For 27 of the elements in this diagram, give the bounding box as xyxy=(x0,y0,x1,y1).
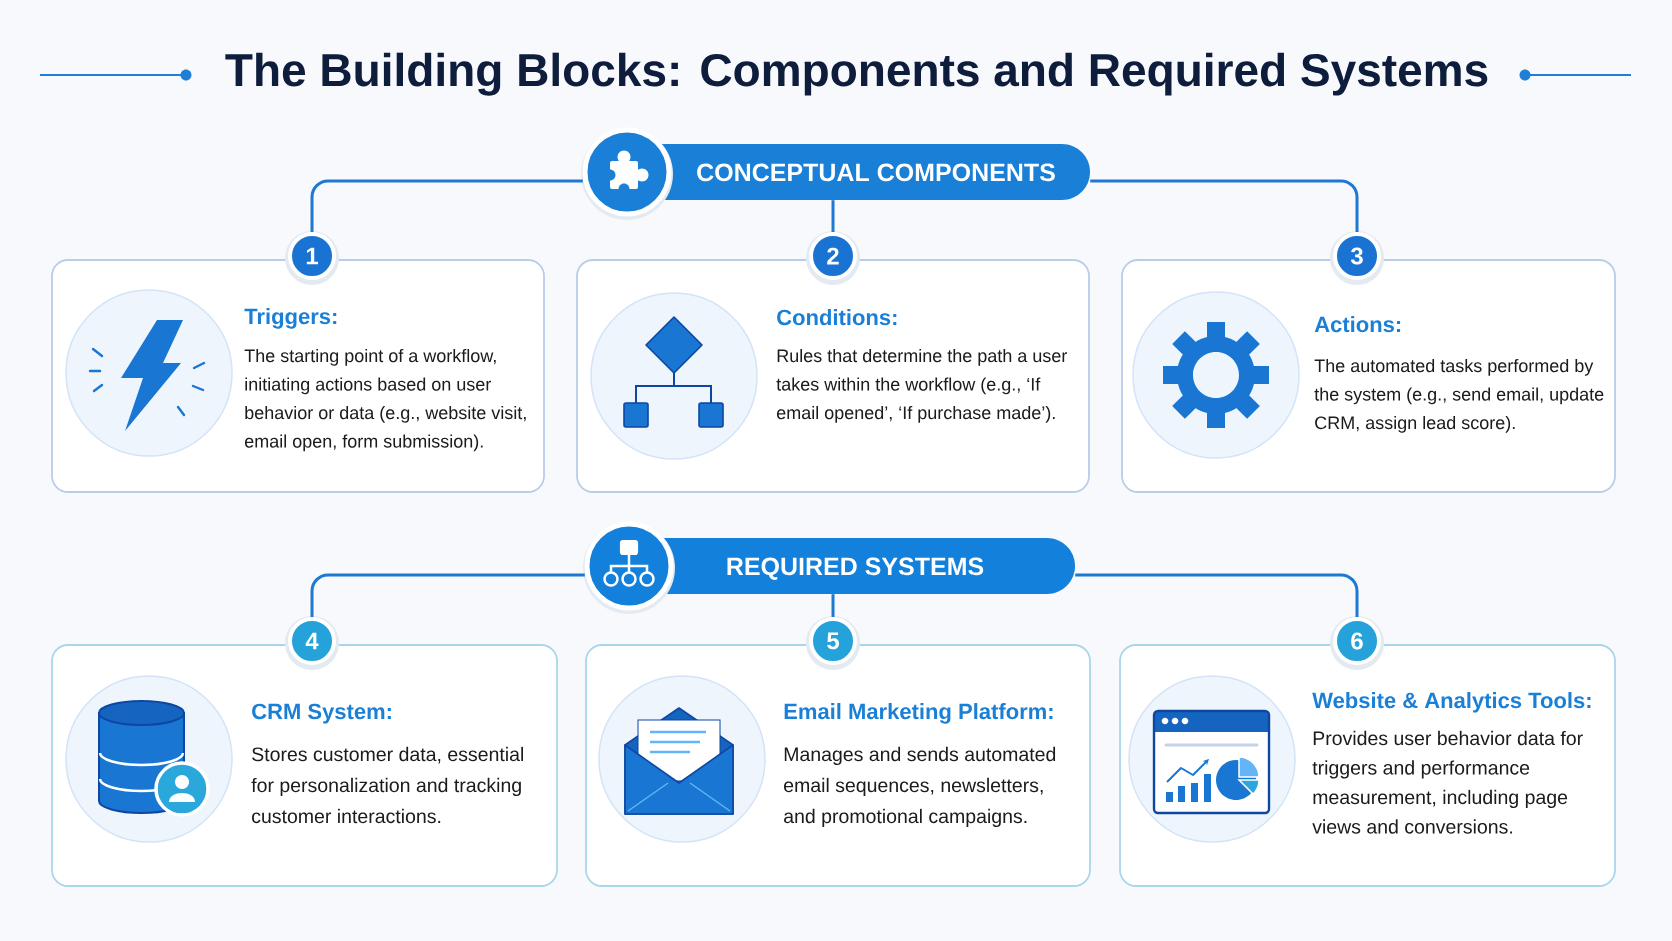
card-heading: Conditions: xyxy=(777,309,897,326)
card-text: Manages and sends automated email sequences, newsletters, and promotional campaigns. xyxy=(784,746,1056,828)
number-badge: 4 xyxy=(285,616,339,670)
number-badge: 6 xyxy=(1330,616,1384,670)
connector-line xyxy=(831,200,835,232)
card-text: The starting point of a workflow, initiating actions based on user behavior or data (e.g., website visit, email open, form submission). xyxy=(244,348,526,452)
connector-line xyxy=(1090,179,1359,232)
number-badge: 5 xyxy=(806,616,860,670)
card-text: The automated tasks performed by the system (e.g., send email, update CRM, assign lead score). xyxy=(1314,358,1604,433)
card-heading: CRM System: xyxy=(252,703,391,724)
card-heading: Actions: xyxy=(1314,316,1401,333)
title: The Building Blocks: Components and Required Systems xyxy=(225,52,1488,96)
number-badge: 2 xyxy=(806,231,860,285)
connector-line xyxy=(310,573,585,617)
card-text: Rules that determine the path a user takes within the workflow (e.g., ‘If email opened’, ‘If purchase made’). xyxy=(776,348,1067,423)
card-text: Provides user behavior data for triggers and performance measurement, including page views and conversions. xyxy=(1312,730,1583,834)
section-header: CONCEPTUAL COMPONENTS xyxy=(581,127,1090,220)
number-badge: 1 xyxy=(285,231,339,285)
card-heading: Website & Analytics Tools: xyxy=(1312,692,1591,713)
connector-line xyxy=(831,594,835,617)
connector-line xyxy=(1075,573,1359,617)
section-header: REQUIRED SYSTEMS xyxy=(583,521,1075,614)
card-heading: Email Marketing Platform: xyxy=(784,703,1053,724)
card-text: Stores customer data, essential for personalization and tracking customer interactions. xyxy=(251,746,523,824)
connector-line xyxy=(310,179,583,232)
number-badge: 3 xyxy=(1330,231,1384,285)
card-heading: Triggers: xyxy=(244,308,337,329)
